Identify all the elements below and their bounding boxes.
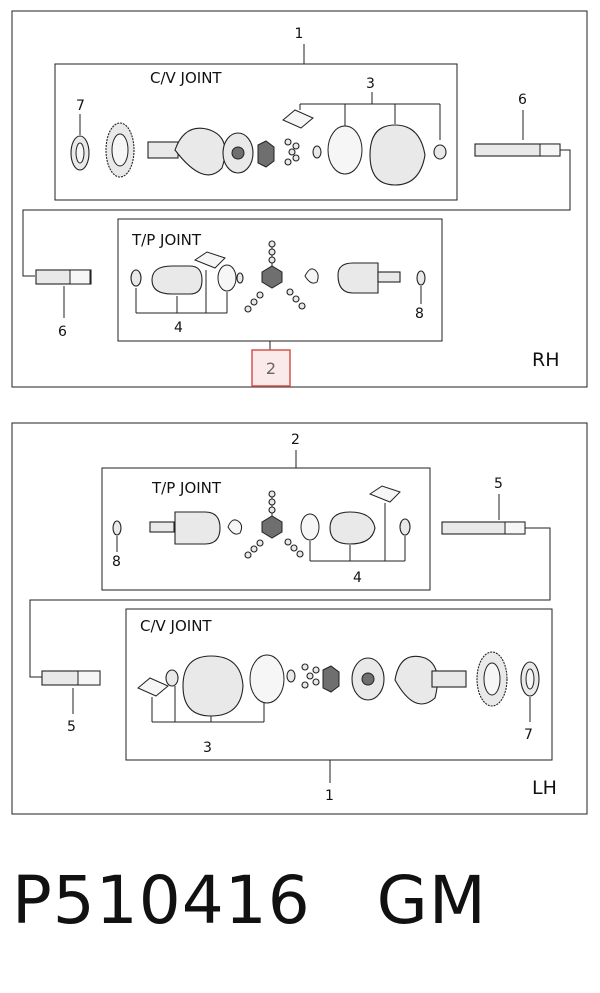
cv-joint-box [54, 63, 458, 201]
callout-3: 3 [366, 76, 375, 92]
lh-tp-joint-title: T/P JOINT [151, 479, 222, 497]
lh-cv-inner-race [322, 665, 340, 693]
rh-tp-boot [151, 265, 203, 295]
lh-panel-frame [11, 422, 588, 815]
rh-shaft-connector-line [22, 149, 571, 277]
rh-side-label: RH [532, 349, 560, 371]
callout-8: 8 [415, 306, 424, 322]
rh-cv-boot [369, 124, 426, 186]
lh-side-label: LH [532, 777, 557, 799]
lh-cv-joint-title: C/V JOINT [140, 617, 212, 635]
callout-6-bottom: 6 [58, 324, 67, 340]
highlighted-callout-2: 2 [266, 359, 276, 378]
callout-1: 1 [295, 26, 304, 42]
lh-callout-4: 4 [353, 570, 362, 586]
highlighted-callout-2-box [251, 349, 291, 387]
exploded-diagram: 1 C/V JOINT 3 7 [11, 10, 588, 815]
lh-tp-housing [174, 511, 221, 545]
lh-cv-joint-box [125, 608, 553, 761]
rh-tripod [261, 265, 283, 289]
lh-tp-boot [329, 511, 376, 545]
rh-tp-housing [337, 262, 379, 294]
lh-cv-boot [182, 655, 244, 717]
lh-tp-joint-box [101, 467, 431, 591]
rh-outer-cv-housing [174, 127, 226, 176]
rh-boot-clamp-large [327, 125, 363, 175]
callout-4: 4 [174, 320, 183, 336]
lh-callout-5-bottom: 5 [67, 719, 76, 735]
rh-boot-clamp-small [433, 144, 447, 160]
lh-shaft-connector-line [29, 527, 551, 678]
cv-joint-title: C/V JOINT [150, 69, 222, 87]
lh-outer-cv-housing [394, 655, 438, 705]
callout-6-top: 6 [518, 92, 527, 108]
lh-tripod [261, 515, 283, 539]
rh-grease-pack [282, 109, 314, 129]
lh-callout-5-top: 5 [494, 476, 503, 492]
rh-cv-inner-race [257, 140, 275, 168]
lh-boot-clamp-large [249, 654, 285, 704]
rh-panel-frame [11, 10, 588, 388]
tp-joint-box [117, 218, 443, 342]
callout-7: 7 [76, 98, 85, 114]
rh-outer-stub-shaft [147, 141, 179, 159]
part-number-caption: P510416 GM [12, 862, 487, 939]
lh-panel: 2 T/P JOINT 8 4 5 [11, 422, 588, 815]
callout-2: 2 [291, 432, 300, 448]
lh-callout-1: 1 [325, 788, 334, 804]
rh-panel: 1 C/V JOINT 3 7 [11, 10, 588, 388]
lh-callout-3: 3 [203, 740, 212, 756]
tp-joint-title: T/P JOINT [131, 231, 202, 249]
lh-callout-8: 8 [112, 554, 121, 570]
lh-outer-stub-shaft [431, 670, 467, 688]
lh-callout-7: 7 [524, 727, 533, 743]
